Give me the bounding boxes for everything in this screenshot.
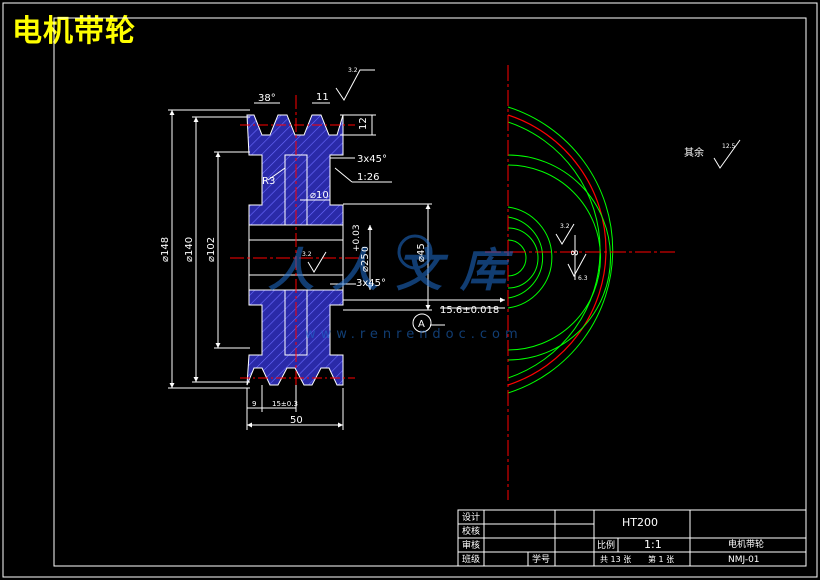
watermark-brand: 人人文库 (268, 243, 524, 297)
dim-key-width: 15.6±0.018 (440, 305, 499, 316)
roughness-hub: 3.2 (302, 251, 312, 258)
roughness-keyway-side: 6.3 (578, 275, 588, 282)
title-block-scale: 1:1 (644, 538, 662, 551)
roughness-keyway-top: 3.2 (560, 223, 570, 230)
dim-edge-mid: 15±0.3 (272, 400, 298, 408)
dim-chamfer-upper: 3x45° (357, 154, 387, 165)
title-block-material: HT200 (622, 516, 658, 529)
roughness-others-label: 其余 (684, 146, 704, 159)
title-block (457, 509, 807, 567)
title-block-part-name: 电机带轮 (728, 538, 764, 550)
dim-bore-tol-lower: 0 (361, 246, 371, 252)
dim-groove-top: 11 (316, 92, 329, 103)
title-block-sheets: 共 13 张 (600, 555, 631, 564)
end-view-hub-circle (507, 154, 611, 361)
roughness-main: 3.2 (348, 67, 358, 74)
section-marker-label: A (418, 319, 425, 330)
end-view-bore-circle (507, 206, 553, 309)
title-block-class: 班级 (462, 553, 480, 565)
overlay-title: 电机带轮 (12, 14, 136, 49)
dim-bore-small: ⌀10 (310, 190, 329, 201)
dim-width: 50 (290, 415, 303, 426)
section-web-lower (284, 289, 308, 356)
dim-radius: R3 (262, 176, 275, 187)
end-view-outer-circle (507, 106, 614, 394)
dimension-lines (168, 102, 505, 430)
dim-outer-dia: ⌀148 (160, 237, 171, 262)
roughness-others-value: 12.5 (722, 143, 736, 150)
end-view (485, 65, 675, 500)
drawing-frame (53, 17, 807, 567)
title-block-check: 校核 (462, 525, 480, 537)
dim-angle: 38° (258, 93, 276, 104)
dim-bore-tol-upper: +0.03 (352, 224, 362, 252)
dim-edge-left: 9 (252, 400, 256, 408)
roughness-symbols (307, 69, 741, 278)
title-block-student-no: 学号 (532, 553, 550, 565)
dim-hub-bore: ⌀45 (416, 243, 427, 262)
section-view (230, 95, 360, 410)
dim-pitch-dia: ⌀140 (184, 237, 195, 262)
title-block-review: 审核 (462, 539, 480, 551)
dim-keyway-depth: 8 (570, 250, 581, 256)
dim-hub-dia: ⌀102 (206, 237, 217, 262)
watermark-url: www.renrendoc.com (305, 327, 523, 342)
title-block-scale-label: 比例 (597, 539, 615, 551)
watermark: 人人文库 www.renrendoc.com (268, 234, 524, 342)
dim-bore: ⌀25 (360, 253, 371, 272)
section-marker-circle (412, 313, 432, 333)
dim-groove-depth: 12 (358, 117, 369, 130)
title-block-sheet-no: 第 1 张 (648, 554, 674, 564)
title-block-design: 设计 (462, 511, 480, 523)
dim-chamfer-lower: 3x45° (356, 278, 386, 289)
dim-taper: 1:26 (357, 172, 379, 183)
title-block-drawing-no: NMJ-01 (728, 555, 760, 565)
